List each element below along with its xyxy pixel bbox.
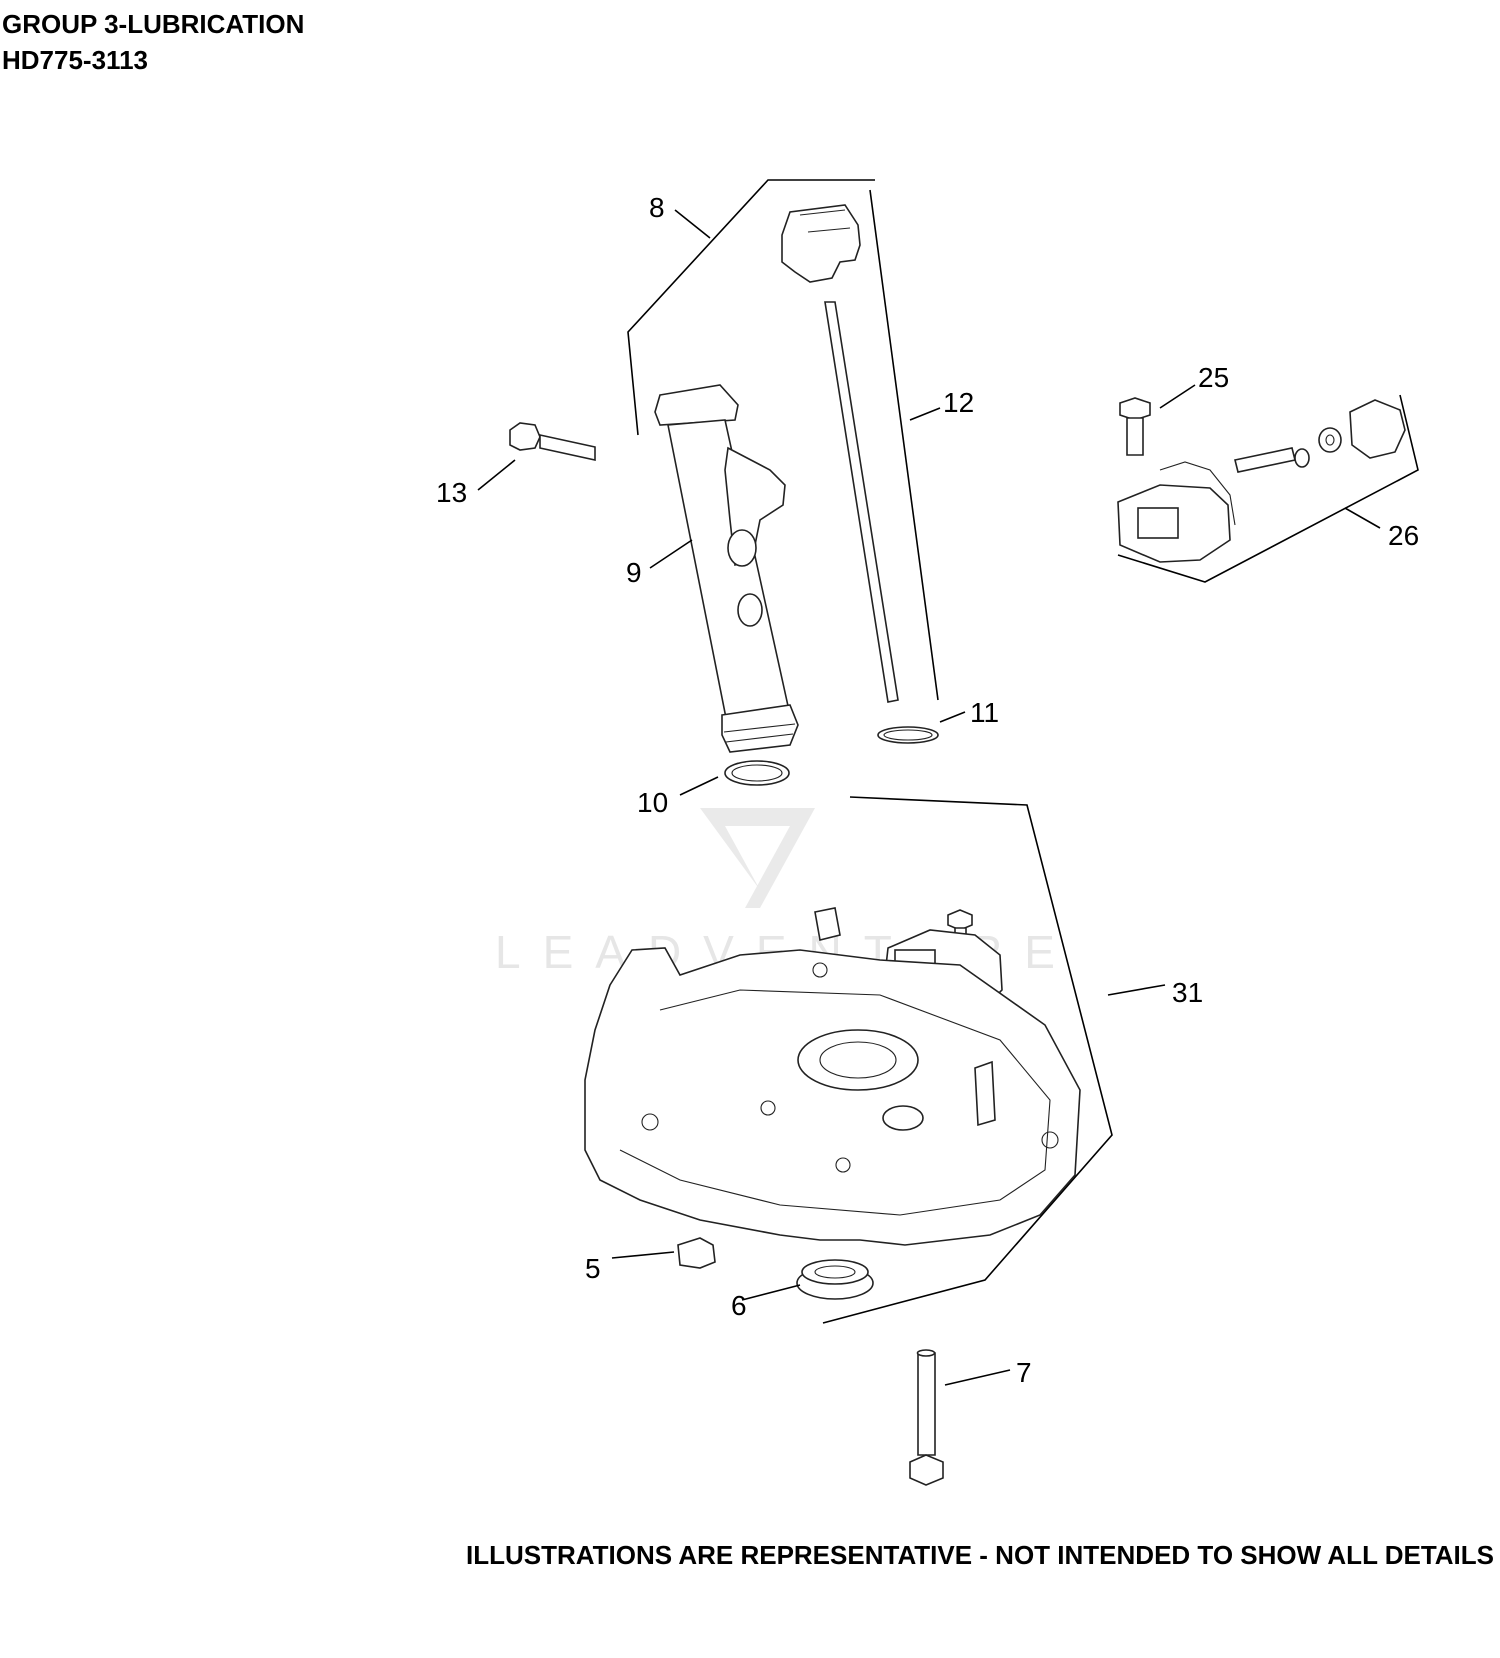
callout-25: 25 <box>1198 362 1229 393</box>
callout-5: 5 <box>585 1253 601 1284</box>
long-bolt-part-7 <box>909 1349 944 1486</box>
group-outline-8 <box>627 179 875 436</box>
o-ring-part-11 <box>877 726 939 744</box>
callout-26: 26 <box>1388 520 1419 551</box>
bolt-part-13 <box>509 422 596 461</box>
dipstick-part-12 <box>781 204 899 703</box>
callout-7: 7 <box>1016 1357 1032 1388</box>
callout-labels: 8 12 25 13 26 9 11 10 31 5 6 7 <box>436 192 1419 1388</box>
plug-part-5 <box>677 1237 716 1269</box>
disclaimer-footer: ILLUSTRATIONS ARE REPRESENTATIVE - NOT I… <box>466 1540 1494 1570</box>
group-outline-8-right <box>869 189 939 701</box>
callout-9: 9 <box>626 557 642 588</box>
callout-11: 11 <box>970 697 999 728</box>
group-outline-31 <box>822 796 1113 1324</box>
watermark-logo-icon <box>700 808 815 908</box>
callout-31: 31 <box>1172 977 1203 1008</box>
group-title: GROUP 3-LUBRICATION <box>2 9 305 39</box>
oil-fill-tube-part-9 <box>654 384 799 753</box>
group-outline-26 <box>1117 394 1419 583</box>
page-header: GROUP 3-LUBRICATION HD775-3113 <box>2 6 304 78</box>
callout-13: 13 <box>436 477 467 508</box>
callout-6: 6 <box>731 1290 747 1321</box>
pump-bolt-part-25 <box>1119 397 1151 456</box>
callout-10: 10 <box>637 787 668 818</box>
leader-lines <box>477 209 1381 1386</box>
oil-seal-part-6 <box>796 1259 874 1300</box>
callout-12: 12 <box>943 387 974 418</box>
closure-plate-part-31 <box>584 907 1081 1246</box>
callout-8: 8 <box>649 192 665 223</box>
model-number: HD775-3113 <box>2 45 148 75</box>
oil-pump-assembly-part-26 <box>1117 399 1406 563</box>
